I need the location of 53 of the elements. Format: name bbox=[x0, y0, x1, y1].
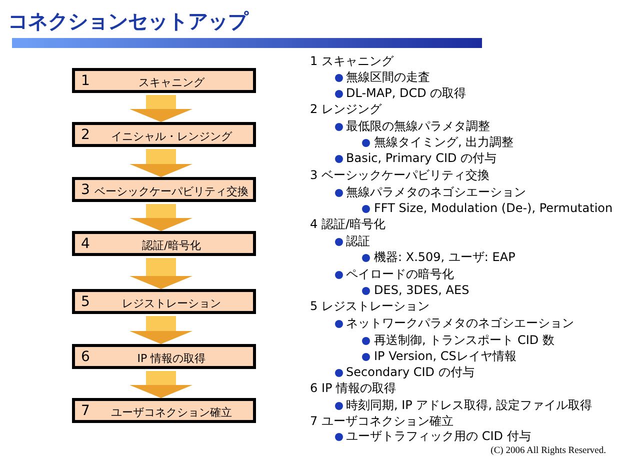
list-item: 無線タイミング, 出力調整 bbox=[374, 135, 514, 150]
step-number: 7 bbox=[81, 402, 90, 418]
step-label: ユーザコネクション確立 bbox=[110, 406, 232, 419]
step-number: 1 bbox=[81, 72, 90, 88]
list-item: 機器: X.509, ユーザ: EAP bbox=[374, 250, 516, 265]
step-number: 4 bbox=[81, 236, 90, 252]
step-label: スキャニング bbox=[138, 76, 204, 89]
list-item: DL-MAP, DCD の取得 bbox=[346, 86, 466, 101]
list-item: Secondary CID の付与 bbox=[346, 365, 474, 380]
step-heading: 7 ユーザコネクション確立 bbox=[310, 414, 454, 429]
process-box bbox=[72, 68, 256, 93]
copyright-note: (C) 2006 All Rights Reserved. bbox=[490, 446, 606, 457]
step-number: 2 bbox=[81, 126, 90, 142]
process-box bbox=[72, 398, 256, 423]
arrow bbox=[130, 369, 192, 398]
process-box bbox=[72, 344, 256, 369]
list-item: 無線パラメタのネゴシエーション bbox=[346, 185, 526, 200]
step-label: レジストレーション bbox=[122, 297, 221, 310]
step-label: IP 情報の取得 bbox=[137, 352, 206, 365]
list-item: 時刻同期, IP アドレス取得, 設定ファイル取得 bbox=[346, 398, 592, 413]
list-item: ネットワークパラメタのネゴシエーション bbox=[346, 316, 574, 331]
arrow bbox=[130, 256, 192, 289]
list-item: FFT Size, Modulation (De-), Permutation bbox=[374, 201, 613, 216]
list-item: 認証 bbox=[346, 234, 370, 249]
list-item: IP Version, CSレイヤ情報 bbox=[374, 349, 516, 364]
step-number: 6 bbox=[81, 348, 90, 364]
list-item: ユーザトラフィック用の CID 付与 bbox=[346, 429, 531, 444]
arrow bbox=[130, 202, 192, 231]
step-label: 認証/暗号化 bbox=[142, 239, 201, 252]
step-heading: 1 スキャニング bbox=[310, 54, 394, 69]
step-heading: 3 ベーシックケーパビリティ交換 bbox=[310, 168, 490, 183]
step-number: 3 bbox=[81, 182, 90, 198]
step-number: 5 bbox=[81, 294, 90, 310]
list-item: ペイロードの暗号化 bbox=[346, 267, 454, 282]
step-heading: 4 認証/暗号化 bbox=[310, 217, 386, 232]
title: コネクションセットアップ bbox=[8, 8, 248, 34]
step-heading: 2 レンジング bbox=[310, 102, 382, 117]
list-item: 無線区間の走査 bbox=[346, 70, 430, 85]
process-box bbox=[72, 231, 256, 256]
list-item: 再送制御, トランスポート CID 数 bbox=[374, 333, 554, 348]
step-heading: 5 レジストレーション bbox=[310, 299, 430, 314]
arrow bbox=[130, 147, 192, 177]
step-label: イニシャル・レンジング bbox=[110, 130, 232, 143]
step-label: ベーシックケーパビリティ交換 bbox=[94, 185, 248, 198]
step-heading: 6 IP 情報の取得 bbox=[310, 381, 396, 396]
list-item: 最低限の無線パラメタ調整 bbox=[346, 119, 490, 134]
process-box bbox=[72, 122, 256, 147]
arrow bbox=[130, 93, 192, 122]
process-box bbox=[72, 289, 256, 314]
list-item: Basic, Primary CID の付与 bbox=[346, 151, 497, 166]
arrow bbox=[130, 314, 192, 344]
process-box bbox=[72, 177, 256, 202]
list-item: DES, 3DES, AES bbox=[374, 283, 470, 298]
